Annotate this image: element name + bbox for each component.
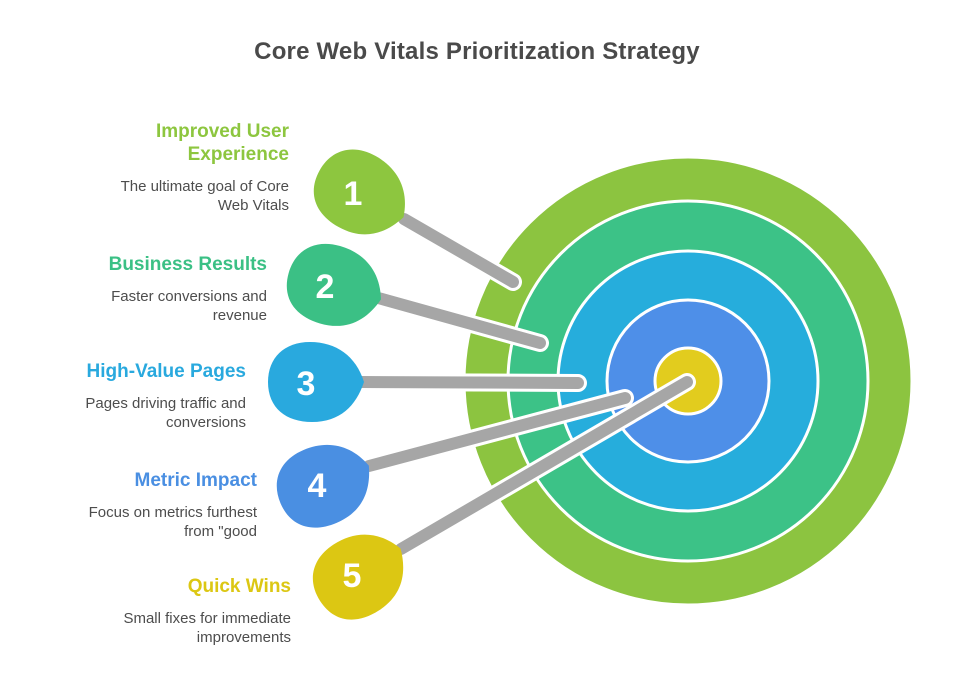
legend-item-2: Business Results Faster conversions and … (47, 253, 267, 325)
teardrop-markers: 1 2 3 4 5 (268, 149, 405, 620)
marker-number-3: 3 (297, 365, 316, 403)
teardrop-marker-2 (286, 243, 381, 326)
item-4-description: Focus on metrics furthest from "good (88, 504, 257, 540)
connector-lines (351, 210, 696, 558)
marker-number-5: 5 (343, 557, 362, 595)
teardrop-marker-4 (276, 444, 370, 528)
item-1-title: Improved User Experience (155, 121, 289, 165)
marker-number-2: 2 (316, 268, 335, 306)
legend-item-4: Metric Impact Focus on metrics furthest … (37, 469, 257, 541)
marker-number-1: 1 (344, 175, 363, 213)
teardrop-marker-3 (268, 342, 364, 422)
legend-item-1: Improved User Experience The ultimate go… (99, 120, 289, 215)
item-3-description: Pages driving traffic and conversions (85, 395, 246, 431)
connector-1-line (398, 213, 519, 288)
legend-item-5: Quick Wins Small fixes for immediate imp… (71, 575, 291, 647)
item-5-title: Quick Wins (187, 576, 291, 597)
teardrop-marker-5 (312, 534, 404, 620)
item-3-title: High-Value Pages (86, 361, 246, 382)
page-title: Core Web Vitals Prioritization Strategy (254, 38, 700, 65)
connector-3-line (354, 376, 584, 389)
connector-2-line (365, 290, 546, 349)
item-5-description: Small fixes for immediate improvements (123, 610, 291, 646)
item-2-title: Business Results (108, 254, 267, 275)
item-2-description: Faster conversions and revenue (111, 288, 267, 324)
legend-item-3: High-Value Pages Pages driving traffic a… (26, 360, 246, 432)
item-1-description: The ultimate goal of Core Web Vitals (120, 178, 289, 214)
connector-5-line (395, 376, 693, 555)
connector-4-line (363, 392, 631, 472)
item-4-title: Metric Impact (134, 470, 257, 491)
teardrop-marker-1 (313, 149, 405, 235)
marker-number-4: 4 (308, 467, 327, 505)
